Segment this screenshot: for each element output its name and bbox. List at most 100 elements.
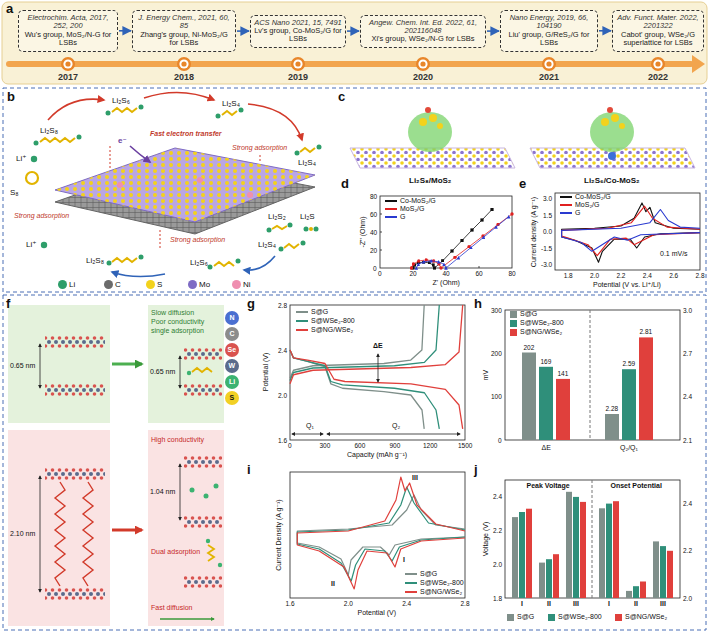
peak-label: II [331, 580, 335, 588]
eis-plot [380, 196, 512, 268]
category-label: III [573, 600, 579, 608]
category-label: I [521, 600, 523, 608]
axis-tick: 2.2 [616, 272, 625, 279]
group-text: Lv's group, Co-MoS₂/G for LSBs [254, 27, 342, 44]
reference-box: Adv. Funct. Mater. 2022, 2201322Cabot' g… [612, 10, 704, 52]
legend-text: Ni [243, 280, 251, 289]
axis-tick: 1.8 [493, 595, 502, 602]
reference-box: Nano Energy, 2019, 66, 104190Liu' group,… [500, 10, 598, 52]
polysulfide-chain [208, 545, 214, 561]
axis-tick: 60 [476, 270, 483, 277]
property-label: Poor conductivity [151, 318, 204, 326]
panel-letter: i [247, 463, 251, 478]
axis-title: mV [482, 370, 490, 381]
nyquist-curve [411, 214, 512, 268]
year-label: 2022 [648, 72, 668, 82]
bar-chart [505, 310, 680, 440]
axis-title: Potential (V) [262, 353, 270, 392]
diffusion-arrow [160, 618, 214, 619]
axis-tick: 2.1 [683, 437, 692, 444]
cv-curve [562, 210, 700, 252]
panel-letter: c [338, 90, 345, 105]
panel-border [3, 88, 706, 292]
annotation: Strong adsorption [14, 212, 69, 220]
sulfur-atom [419, 118, 427, 126]
legend-swatch [560, 212, 572, 214]
transition-arrow [112, 363, 142, 366]
legend-text: S@NG/WSe₂ [625, 613, 667, 621]
legend-text: Mo [199, 280, 210, 289]
axis-tick: 2.0 [590, 272, 599, 279]
legend-text: S@WSe₂-800 [311, 317, 355, 325]
axis-tick: 3.0 [683, 307, 692, 314]
species-label: Li₂S₄ [258, 240, 276, 249]
panel-letter: j [474, 463, 478, 478]
category-label: ΔE [542, 444, 551, 452]
legend-swatch [296, 320, 308, 322]
plot-frame [380, 196, 512, 268]
legend-swatch [188, 280, 197, 289]
axis-title: Current density (A g⁻¹) [530, 196, 538, 266]
axis-tick: 300 [320, 442, 331, 449]
reference-box: ACS Nano 2021, 15, 7491Lv's group, Co-Mo… [250, 15, 346, 48]
plot-frame [505, 480, 680, 598]
panel-letter: g [247, 297, 255, 312]
timeline-arrow [347, 30, 359, 32]
legend-text: S@WSe₂-800 [558, 613, 602, 621]
sulfur-atom [601, 118, 609, 126]
panel-title: Li₂S₈/MoS₂ [409, 176, 451, 185]
axis-tick: 2.4 [278, 347, 287, 354]
group-text: Wu's group, MoS₂/N-G for LSBs [22, 31, 114, 48]
legend-swatch [510, 320, 517, 327]
category-label: III [660, 600, 666, 608]
conversion-arrows [48, 92, 302, 276]
gap-arrow [378, 354, 379, 382]
axis-tick: 2.4 [493, 493, 502, 500]
timeline-arrow [119, 30, 131, 32]
legend-swatch [560, 204, 572, 206]
annotation: Fast electron transfer [150, 130, 222, 138]
axis-title: Voltage (V) [482, 522, 490, 557]
annotation: ΔE [373, 342, 383, 350]
charge-cloud [408, 112, 452, 152]
axis-tick: -3.0 [541, 261, 552, 268]
property-label: Slow diffusion [151, 309, 194, 317]
divider [592, 480, 593, 598]
legend-text: S [230, 394, 235, 402]
category-label: II [634, 600, 638, 608]
sulfur-atom [429, 114, 437, 122]
panel-subtitle: Peak Voltage [527, 482, 570, 490]
year-label: 2021 [539, 72, 559, 82]
citation-text: Angew. Chem. Int. Ed. 2022, 61, 20211604… [364, 19, 482, 36]
species-label: Li₂S₆ [112, 96, 130, 105]
legend-swatch [104, 280, 113, 289]
category-label: I [608, 600, 610, 608]
axis-title: Potential (V vs. Li⁺/Li) [593, 281, 661, 289]
axis-tick: 2.0 [683, 595, 692, 602]
reference-box: J. Energy Chem., 2021, 60, 85Zhang's gro… [132, 10, 236, 52]
axis-tick: 2.7 [683, 350, 692, 357]
legend-text: MoS₂/G [400, 205, 425, 213]
axis-title: -Z'' (Ohm) [358, 216, 366, 247]
cv-plot [555, 193, 700, 270]
axis-tick: 2.0 [278, 392, 287, 399]
axis-tick: 1500 [458, 442, 472, 449]
voltage-curves [290, 305, 463, 429]
panel-ground [2, 2, 707, 84]
species-label: Li₂S₄ [222, 99, 240, 108]
legend-swatch [615, 614, 622, 621]
axis-title: Current Density (A g⁻¹) [274, 499, 282, 570]
species-label: Li₂S [300, 212, 315, 221]
axis-tick: 2.2 [493, 527, 502, 534]
citation-text: ACS Nano 2021, 15, 7491 [254, 19, 342, 27]
annotation: Strong adsorption [170, 236, 225, 244]
species-label: Li₂S₆ [190, 258, 208, 267]
legend-text: S@G [520, 310, 537, 318]
bar-value: 202 [524, 344, 535, 351]
group-text: Cabot' group, WSe₂/G superlattice for LS… [616, 31, 700, 48]
legend-swatch [296, 311, 308, 313]
group-text: Liu' group, G/ReS₂/G for LSBs [504, 31, 594, 48]
legend-text: S@WSe₂-800 [520, 319, 564, 327]
legend-text: N [230, 314, 235, 322]
legend-text: G [400, 213, 405, 221]
